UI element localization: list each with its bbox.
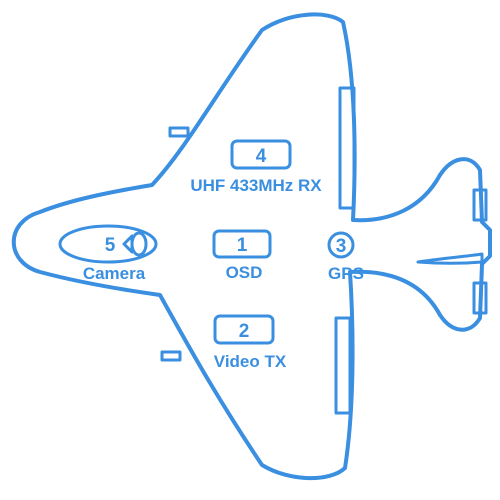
gps-number: 3 [336,236,347,257]
gps-label: GPS [328,264,364,283]
video-tx-box [213,314,275,345]
left-wing-aileron [334,316,352,415]
osd-label: OSD [226,263,263,282]
uhf-rx-label: UHF 433MHz RX [190,176,322,195]
camera-label: Camera [83,264,146,283]
video-tx-label: Video TX [214,352,287,371]
airplane-outline-icon [11,12,492,481]
camera-lens-icon [122,231,148,257]
osd-number: 1 [237,235,248,256]
left-stabilizer [472,281,488,315]
osd-box [212,229,272,259]
uhf-rx-box [230,139,292,170]
uhf-rx-number: 4 [256,146,267,167]
video-tx-number: 2 [239,321,250,342]
canopy-outline [58,224,158,264]
tail-fin-line [416,252,484,265]
upper-pitot-tube [168,126,190,138]
right-stabilizer [472,188,488,222]
camera-number: 5 [105,235,116,256]
lower-pitot-tube [160,350,182,362]
gps-circle [327,231,355,259]
right-wing-aileron [338,86,356,210]
